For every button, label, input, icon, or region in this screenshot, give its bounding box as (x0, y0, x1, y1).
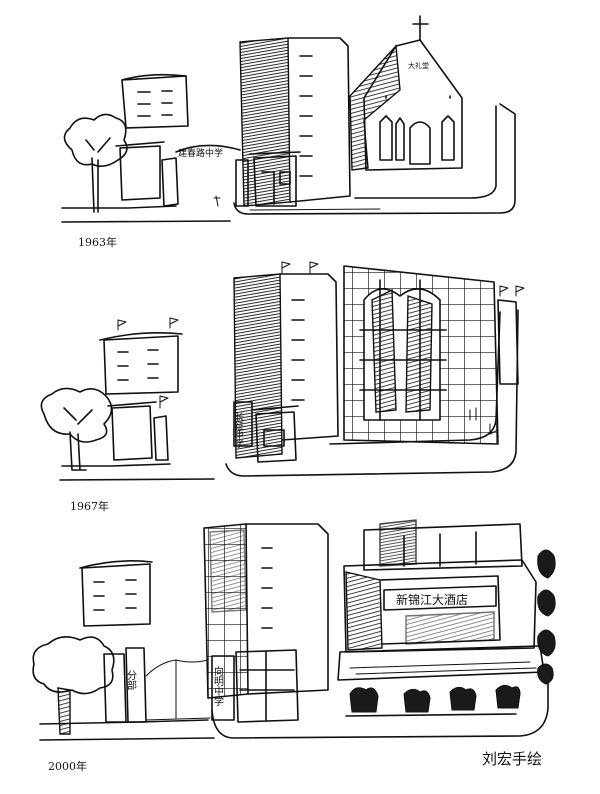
hotel: 新锦江大酒店 (337, 519, 556, 713)
gate-sign-1967: 长征中学 (233, 411, 244, 448)
scaffold-church (343, 265, 499, 445)
church-sign: 大礼堂 (408, 61, 429, 70)
gate-sign-2000: 向明中学 (212, 665, 224, 706)
year-label-1967: 1967年 (70, 499, 109, 513)
gate-sign-1963: 建春路中学 (178, 147, 223, 159)
year-label-2000: 2000年 (48, 759, 87, 773)
scene-2000: 分部 向明中学 新锦江大酒店 (32, 519, 556, 773)
scene-1967: 长征中学 1967年 (40, 261, 525, 513)
hotel-sign: 新锦江大酒店 (396, 592, 468, 607)
artist-signature: 刘宏手绘 (482, 750, 542, 768)
year-label-1963: 1963年 (78, 235, 117, 249)
scene-1963: 建春路中学 大礼堂 1963年 (61, 15, 516, 249)
tree (63, 113, 128, 213)
back-building (121, 73, 189, 129)
side-sign: 分部 (125, 670, 137, 691)
tree (40, 387, 113, 471)
tree (32, 636, 115, 735)
church: 大礼堂 (349, 15, 463, 171)
